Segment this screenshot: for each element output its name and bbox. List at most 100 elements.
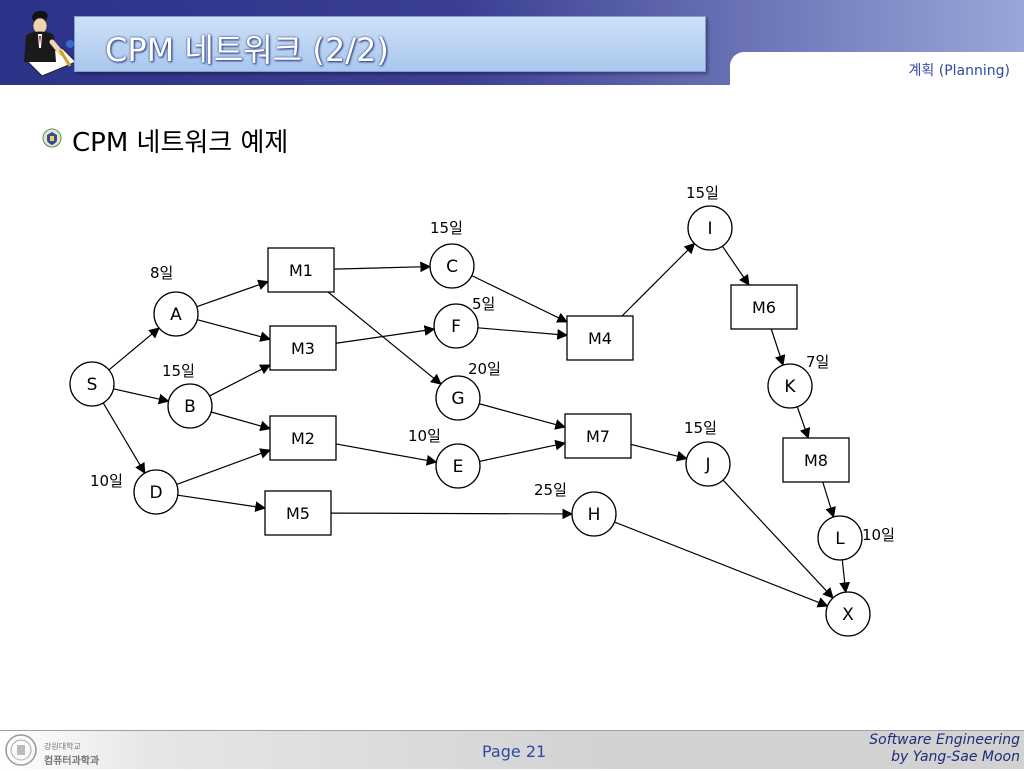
edge-s-a (108, 327, 160, 371)
activity-node-b (167, 383, 213, 429)
milestone-box-m7 (564, 413, 632, 459)
edge-m2-e (335, 443, 438, 466)
activity-label-k: K (784, 377, 796, 397)
activity-label-b: B (184, 397, 196, 417)
edge-s-d (102, 402, 146, 475)
section-tab-label: 계획 (Planning) (908, 63, 1010, 79)
activity-node-h (571, 491, 617, 537)
duration-label-l: 10일 (862, 526, 895, 544)
activity-label-s: S (87, 375, 98, 395)
activity-label-x: X (842, 605, 854, 625)
edge-m5-h (330, 508, 574, 520)
edges-layer (102, 242, 851, 608)
duration-label-d: 10일 (90, 472, 123, 490)
activity-node-x (825, 591, 871, 637)
milestone-box-m8 (782, 437, 850, 483)
milestone-box-m4 (566, 315, 634, 361)
edge-m1-c (333, 261, 432, 273)
activity-label-e: E (453, 457, 464, 477)
milestone-label-m1: M1 (289, 261, 313, 280)
activity-label-h: H (588, 505, 601, 525)
person-with-pen-icon (24, 10, 77, 77)
activity-node-k (767, 363, 813, 409)
activity-node-j (685, 441, 731, 487)
edge-s-b (113, 388, 170, 405)
milestone-label-m5: M5 (286, 504, 310, 523)
milestone-label-m7: M7 (586, 427, 610, 446)
activity-node-l (817, 515, 863, 561)
edge-c-m4 (471, 275, 568, 323)
milestone-label-m8: M8 (804, 451, 828, 470)
edge-m3-f (335, 325, 436, 344)
page-number: Page 21 (482, 742, 547, 761)
edge-e-m7 (479, 439, 567, 462)
edge-m1-g (327, 291, 442, 385)
activity-label-g: G (451, 389, 464, 409)
activity-label-c: C (446, 257, 458, 277)
university-emblem-icon (42, 128, 62, 148)
activity-node-s (69, 361, 115, 407)
duration-label-i: 15일 (686, 184, 719, 202)
edge-g-m7 (479, 403, 567, 430)
activity-node-g (435, 375, 481, 421)
milestone-box-m3 (269, 325, 337, 371)
edge-i-m6 (721, 245, 750, 286)
footer-bar: 강원대학교 컴퓨터과학과 Page 21 Software Engineerin… (0, 730, 1024, 769)
edge-d-m5 (177, 494, 267, 513)
milestone-box-m5 (264, 490, 332, 536)
edge-j-x (722, 479, 834, 599)
milestone-label-m4: M4 (588, 329, 612, 348)
activity-node-f (433, 303, 479, 349)
edge-a-m3 (197, 319, 272, 342)
milestone-label-m3: M3 (291, 339, 315, 358)
activity-label-a: A (170, 305, 182, 325)
milestone-box-m6 (730, 284, 798, 330)
edge-l-x (839, 559, 851, 594)
credit-course: Software Engineering (869, 732, 1020, 748)
edge-m8-l (822, 481, 836, 519)
footer-logo-line1: 강원대학교 (44, 742, 81, 751)
activity-node-c (429, 243, 475, 289)
header-bar: CPM 네트워크 (2/2) 계획 (Planning) (0, 0, 1024, 86)
activity-label-f: F (451, 317, 461, 337)
edge-m4-i (621, 242, 696, 317)
duration-label-h: 25일 (534, 481, 567, 499)
milestone-label-m6: M6 (752, 298, 776, 317)
duration-label-f: 5일 (472, 295, 495, 313)
milestone-box-m1 (267, 247, 335, 293)
milestone-box-m2 (269, 415, 337, 461)
section-tab: 계획 (Planning) (730, 52, 1024, 86)
activity-node-e (435, 443, 481, 489)
subtitle: CPM 네트워크 예제 (72, 128, 289, 158)
activity-node-a (153, 291, 199, 337)
edge-m7-j (630, 443, 688, 462)
activity-label-d: D (149, 483, 162, 503)
activity-label-j: J (704, 455, 710, 475)
activity-node-i (687, 205, 733, 251)
edge-f-m4 (477, 327, 569, 340)
edge-m6-k (770, 328, 786, 367)
duration-label-g: 20일 (468, 360, 501, 378)
duration-label-k: 7일 (806, 353, 829, 371)
milestone-label-m2: M2 (291, 429, 315, 448)
duration-label-j: 15일 (684, 419, 717, 437)
page-title: CPM 네트워크 (2/2) (105, 31, 389, 69)
activity-node-d (133, 469, 179, 515)
footer-logo-line2: 컴퓨터과학과 (44, 756, 100, 767)
duration-label-b: 15일 (162, 362, 195, 380)
edge-b-m2 (211, 411, 272, 432)
edge-b-m3 (209, 364, 271, 397)
edge-h-x (614, 521, 829, 608)
title-box: CPM 네트워크 (2/2) (74, 16, 706, 72)
credit-author: by Yang-Sae Moon (891, 749, 1020, 765)
edge-k-m8 (796, 406, 811, 440)
activity-label-i: I (707, 219, 712, 239)
edge-a-m1 (196, 279, 270, 308)
activity-label-l: L (835, 529, 845, 549)
duration-label-a: 8일 (150, 264, 173, 282)
duration-label-c: 15일 (430, 219, 463, 237)
university-seal-icon (5, 734, 37, 766)
edge-d-m2 (176, 448, 272, 485)
